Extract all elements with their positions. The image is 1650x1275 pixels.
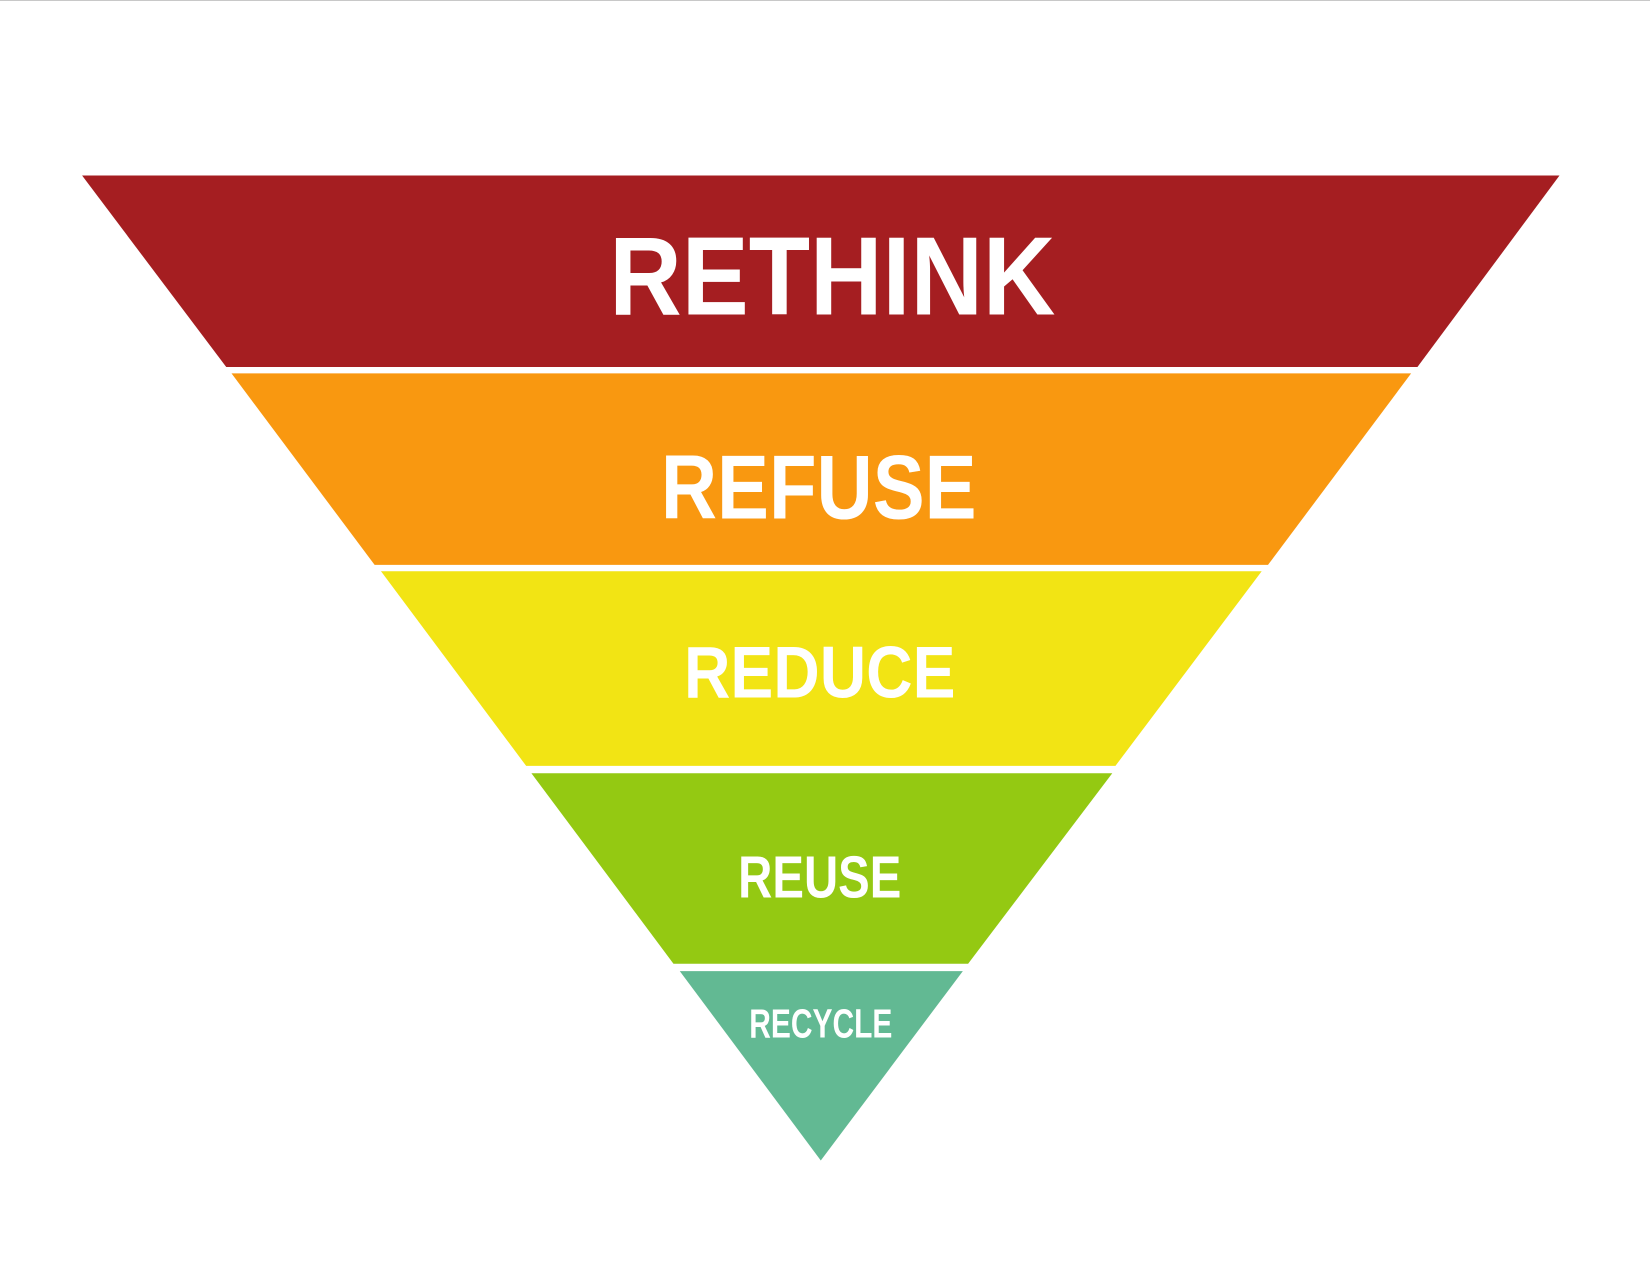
label-reduce: REDUCE bbox=[684, 630, 955, 713]
level-refuse bbox=[231, 373, 1412, 565]
label-rethink: RETHINK bbox=[609, 213, 1055, 338]
level-reuse bbox=[531, 773, 1113, 964]
label-refuse: REFUSE bbox=[661, 438, 977, 539]
label-recycle: RECYCLE bbox=[749, 1000, 892, 1046]
level-recycle bbox=[679, 971, 963, 1161]
label-reuse: REUSE bbox=[738, 845, 901, 910]
top-border bbox=[0, 0, 1650, 1]
level-rethink bbox=[82, 175, 1560, 368]
level-reduce bbox=[380, 571, 1262, 766]
